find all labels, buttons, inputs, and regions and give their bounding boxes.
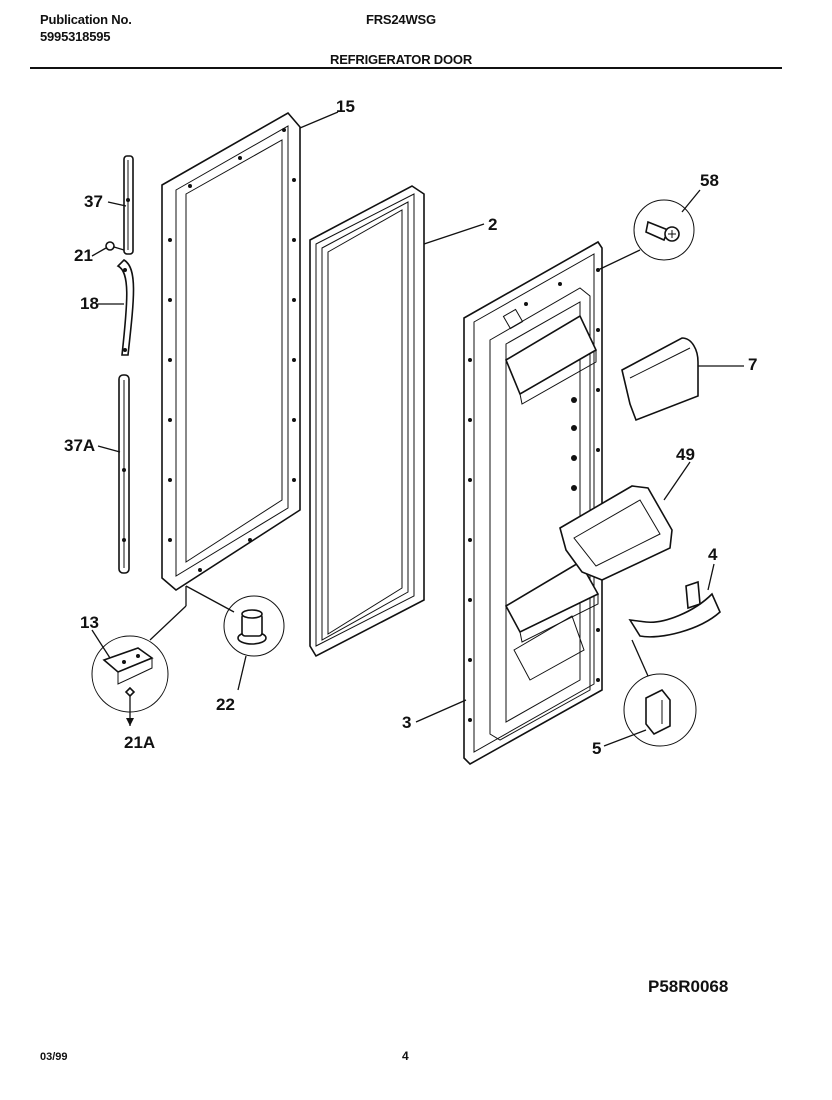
callout-3: 3 (402, 713, 411, 732)
part-37a-handle-trim-lower (118, 374, 130, 574)
footer-date: 03/99 (40, 1051, 68, 1063)
part-5-retainer-clip (623, 673, 697, 747)
callout-58: 58 (700, 171, 719, 190)
callout-49: 49 (676, 445, 695, 464)
callout-18: 18 (80, 294, 99, 313)
callout-37: 37 (84, 192, 103, 211)
callout-4: 4 (708, 545, 718, 564)
callout-37a: 37A (64, 436, 95, 455)
part-21-handle-screw (105, 241, 125, 251)
callout-21: 21 (74, 246, 93, 265)
callout-22: 22 (216, 695, 235, 714)
part-58-screw (633, 199, 695, 261)
publication-label: Publication No. (40, 12, 132, 27)
publication-number: 5995318595 (40, 29, 111, 44)
section-title: REFRIGERATOR DOOR (330, 52, 473, 67)
callout-5: 5 (592, 739, 601, 758)
callout-13: 13 (80, 613, 99, 632)
part-18-door-handle (116, 259, 135, 356)
leader-lines (91, 111, 744, 747)
part-7-dairy-compartment-door (621, 337, 699, 422)
callout-2: 2 (488, 215, 497, 234)
part-15-door-frame (161, 111, 301, 591)
part-49-door-bin (559, 485, 673, 581)
part-3-inner-door-liner (463, 240, 603, 765)
callout-7: 7 (748, 355, 757, 374)
callout-21a: 21A (124, 733, 155, 752)
footer-page-number: 4 (402, 1049, 409, 1063)
part-2-door-gasket (309, 185, 425, 658)
part-21a-hinge-screw (124, 686, 136, 726)
part-4-shelf-retainer (628, 580, 721, 638)
header-rule (30, 67, 782, 69)
diagram-code: P58R0068 (648, 977, 728, 996)
model-number: FRS24WSG (366, 12, 436, 27)
part-22-door-closer-cam (223, 595, 285, 657)
callout-15: 15 (336, 97, 355, 116)
part-37-handle-trim-upper (123, 155, 134, 255)
